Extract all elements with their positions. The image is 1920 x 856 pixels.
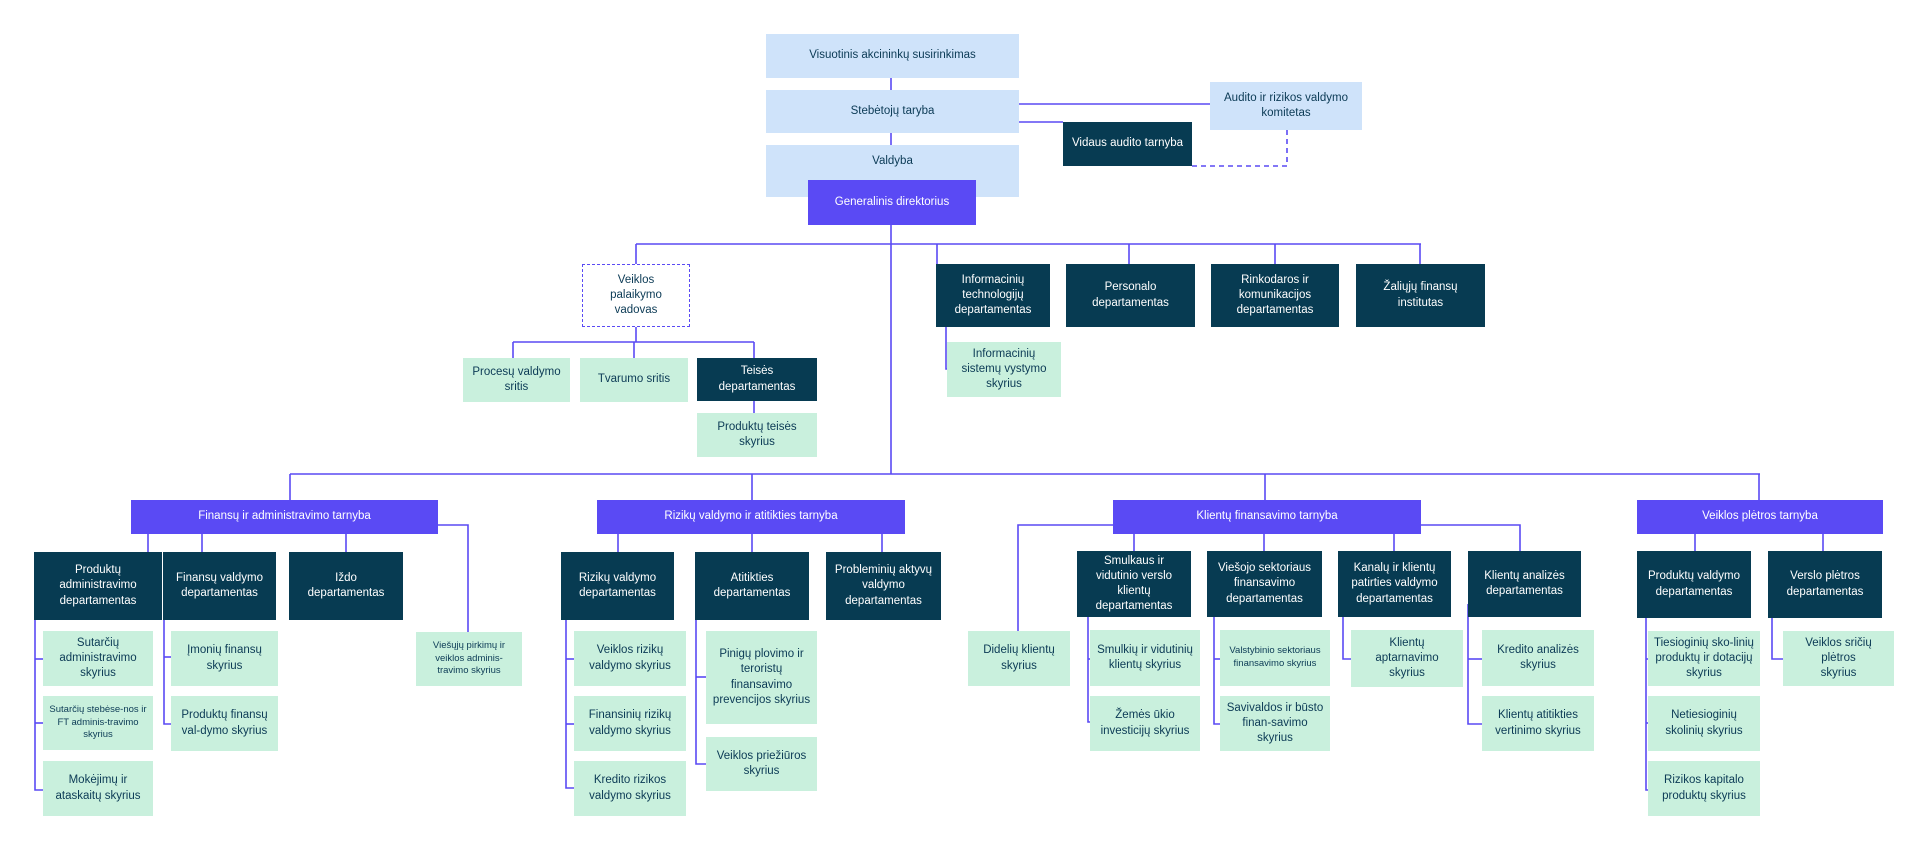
node-risk-compliance-service: Rizikų valdymo ir atitikties tarnyba [597,500,905,534]
node-ceo: Generalinis direktorius [808,180,976,225]
node-indirect-lending: Netiesioginių skolinių skyrius [1648,696,1760,751]
node-contract-admin: Sutarčių administravimo skyrius [43,631,153,686]
node-product-admin-dept: Produktų administravimo departamentas [34,552,162,620]
node-internal-audit: Vidaus audito tarnyba [1063,122,1192,166]
node-credit-analysis: Kredito analizės skyrius [1482,630,1594,686]
node-supervision: Veiklos priežiūros skyrius [706,737,817,791]
node-is-development: Informacinių sistemų vystymo skyrius [947,342,1061,397]
node-procurement: Viešųjų pirkimų ir veiklos adminis-travi… [416,632,522,686]
node-product-finance: Produktų finansų val-dymo skyrius [171,696,278,751]
node-supervisory-board: Stebėtojų taryba [766,90,1019,133]
node-financial-risk: Finansinių rizikų valdymo skyrius [574,696,686,751]
node-state-sector: Valstybinio sektoriaus finansavimo skyri… [1220,630,1330,686]
node-it-dept: Informacinių technologijų departamentas [936,264,1050,327]
node-large-clients: Didelių klientų skyrius [968,631,1070,686]
node-channels-dept: Kanalų ir klientų patirties valdymo depa… [1338,551,1451,617]
node-legal-dept: Teisės departamentas [697,358,817,401]
node-direct-lending: Tiesioginių sko-linių produktų ir dotaci… [1648,631,1760,686]
node-risk-mgmt-dept: Rizikų valdymo departamentas [561,552,674,620]
node-marketing-dept: Rinkodaros ir komunikacijos departamenta… [1211,264,1339,327]
node-ops-support-head: Veiklos palaikymo vadovas [582,264,690,327]
node-audit-committee: Audito ir rizikos valdymo komitetas [1210,82,1362,130]
node-payments-reports: Mokėjimų ir ataskaitų skyrius [43,761,153,816]
node-business-areas: Veiklos sričių plėtros skyrius [1783,631,1894,686]
node-corporate-finance: Įmonių finansų skyrius [171,631,278,686]
node-business-dev-service: Veiklos plėtros tarnyba [1637,500,1883,534]
node-agri-investment: Žemės ūkio investicijų skyrius [1090,696,1200,751]
node-finance-mgmt-dept: Finansų valdymo departamentas [163,552,276,620]
node-process-management: Procesų valdymo sritis [463,358,570,402]
node-municipal-housing: Savivaldos ir būsto finan-savimo skyrius [1220,696,1330,751]
node-client-service: Klientų aptarnavimo skyrius [1351,630,1463,687]
node-client-analysis-dept: Klientų analizės departamentas [1468,551,1581,617]
node-business-dev-dept: Verslo plėtros departamentas [1768,551,1882,618]
node-client-conformity: Klientų atitikties vertinimo skyrius [1482,696,1594,751]
node-risk-capital: Rizikos kapitalo produktų skyrius [1648,761,1760,816]
node-sme-dept: Smulkaus ir vidutinio verslo klientų dep… [1077,551,1191,617]
node-compliance-dept: Atitikties departamentas [695,552,809,620]
node-client-financing-service: Klientų finansavimo tarnyba [1113,500,1421,534]
node-sustainability: Tvarumo sritis [580,358,688,402]
node-aml-prevention: Pinigų plovimo ir teroristų finansavimo … [706,631,817,724]
node-sme-clients: Smulkių ir vidutinių klientų skyrius [1090,630,1200,686]
node-credit-risk: Kredito rizikos valdymo skyrius [574,761,686,816]
node-treasury-dept: Iždo departamentas [289,552,403,620]
node-product-mgmt-dept: Produktų valdymo departamentas [1637,551,1751,618]
node-shareholders: Visuotinis akcininkų susirinkimas [766,34,1019,78]
node-finance-admin-service: Finansų ir administravimo tarnyba [131,500,438,534]
node-public-sector-dept: Viešojo sektoriaus finansavimo departame… [1207,551,1322,617]
node-personnel-dept: Personalo departamentas [1066,264,1195,327]
node-green-finance: Žaliųjų finansų institutas [1356,264,1485,327]
node-operational-risk: Veiklos rizikų valdymo skyrius [574,631,686,686]
node-contract-monitoring: Sutarčių stebėse-nos ir FT adminis-travi… [43,696,153,750]
node-product-legal: Produktų teisės skyrius [697,413,817,457]
node-problem-assets-dept: Probleminių aktyvų valdymo departamentas [826,552,941,620]
